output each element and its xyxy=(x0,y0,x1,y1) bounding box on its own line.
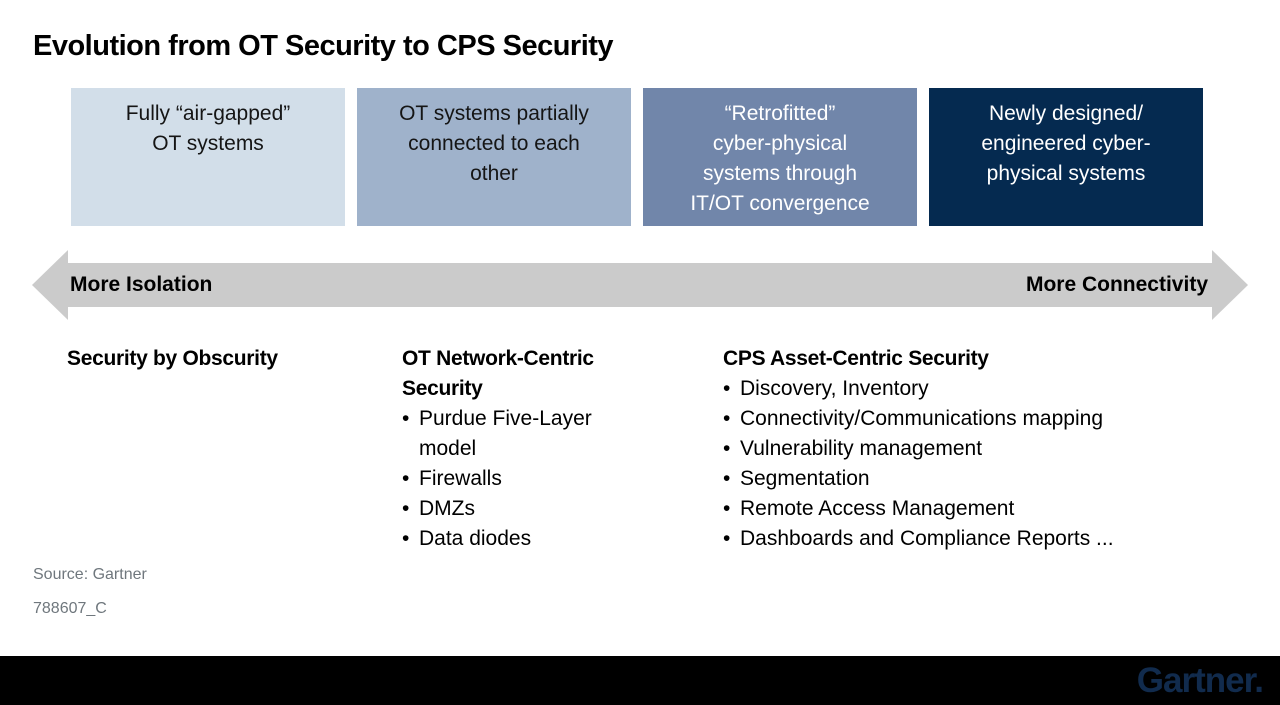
isolation-connectivity-arrow: More Isolation More Connectivity xyxy=(68,263,1212,307)
stage-text-line: engineered cyber- xyxy=(981,132,1151,155)
bullet-text: Firewalls xyxy=(419,467,502,490)
list-item: • Vulnerability management xyxy=(723,434,1268,464)
stage-text-line: cyber-physical xyxy=(712,132,848,155)
stage-text-line: OT systems xyxy=(152,132,264,155)
stage-text-line: OT systems partially xyxy=(399,102,589,125)
arrow-left-head-icon xyxy=(32,250,68,320)
bullet-text: Discovery, Inventory xyxy=(740,377,929,400)
bullet-list: • Purdue Five-Layer model • Firewalls • DMZ… xyxy=(402,404,637,554)
more-isolation-label: More Isolation xyxy=(70,273,213,296)
stage-text-line: Fully “air-gapped” xyxy=(125,102,291,125)
more-connectivity-label: More Connectivity xyxy=(1025,273,1208,296)
stage-text-line: other xyxy=(470,162,518,185)
list-item: • Remote Access Management xyxy=(723,494,1268,524)
list-item: • Purdue Five-Layer model xyxy=(402,404,637,464)
bullet-text: Connectivity/Communications mapping xyxy=(740,407,1103,430)
bullet-icon: • xyxy=(402,407,410,430)
gartner-logo: Gartner. xyxy=(1136,661,1264,700)
list-item: • Connectivity/Communications mapping xyxy=(723,404,1268,434)
list-item: • Data diodes xyxy=(402,524,637,554)
bullet-icon: • xyxy=(402,497,410,520)
bullet-icon: • xyxy=(723,437,731,460)
list-item: • Dashboards and Compliance Reports ... xyxy=(723,524,1268,554)
stage-text-line: connected to each xyxy=(408,132,580,155)
bullet-text: Segmentation xyxy=(740,467,870,490)
bullet-icon: • xyxy=(402,527,410,550)
bullet-text: DMZs xyxy=(419,497,475,520)
stage-text-line: Newly designed/ xyxy=(988,102,1144,125)
arrow-right-head-icon xyxy=(1212,250,1248,320)
document-id: 788607_C xyxy=(33,600,107,617)
column-heading: Security by Obscurity xyxy=(67,347,278,370)
column-cps-asset-centric: CPS Asset-Centric Security • Discovery, I… xyxy=(723,344,1268,554)
bullet-icon: • xyxy=(723,467,731,490)
bullet-text: Purdue Five-Layer model xyxy=(419,407,592,460)
column-ot-network-centric: OT Network-Centric Security • Purdue Five… xyxy=(402,344,637,554)
list-item: • DMZs xyxy=(402,494,637,524)
column-heading: CPS Asset-Centric Security xyxy=(723,347,989,370)
stage-box-air-gapped: Fully “air-gapped” OT systems xyxy=(71,88,345,226)
bullet-text: Dashboards and Compliance Reports ... xyxy=(740,527,1114,550)
list-item: • Discovery, Inventory xyxy=(723,374,1268,404)
stage-text-line: IT/OT convergence xyxy=(690,192,870,215)
list-item: • Segmentation xyxy=(723,464,1268,494)
stage-box-retrofitted-cps: “Retrofitted” cyber-physical systems thr… xyxy=(643,88,917,226)
bullet-icon: • xyxy=(402,467,410,490)
list-item: • Firewalls xyxy=(402,464,637,494)
bullet-icon: • xyxy=(723,497,731,520)
stage-text-line: “Retrofitted” xyxy=(724,102,836,125)
stage-text-line: systems through xyxy=(702,162,858,185)
bullet-icon: • xyxy=(723,527,731,550)
bullet-list: • Discovery, Inventory • Connectivity/Comm… xyxy=(723,374,1268,554)
stage-text-line: physical systems xyxy=(986,162,1146,185)
column-security-by-obscurity: Security by Obscurity xyxy=(67,344,397,374)
bullet-icon: • xyxy=(723,377,731,400)
bullet-text: Remote Access Management xyxy=(740,497,1015,520)
bullet-text: Vulnerability management xyxy=(740,437,983,460)
stage-box-newly-designed-cps: Newly designed/ engineered cyber- physic… xyxy=(929,88,1203,226)
column-heading: OT Network-Centric Security xyxy=(402,347,594,400)
page-title: Evolution from OT Security to CPS Securi… xyxy=(33,30,614,62)
bullet-icon: • xyxy=(723,407,731,430)
stage-box-partially-connected: OT systems partially connected to each o… xyxy=(357,88,631,226)
footer-bar: Gartner. xyxy=(0,656,1280,705)
source-attribution: Source: Gartner xyxy=(33,566,147,583)
bullet-text: Data diodes xyxy=(419,527,532,550)
